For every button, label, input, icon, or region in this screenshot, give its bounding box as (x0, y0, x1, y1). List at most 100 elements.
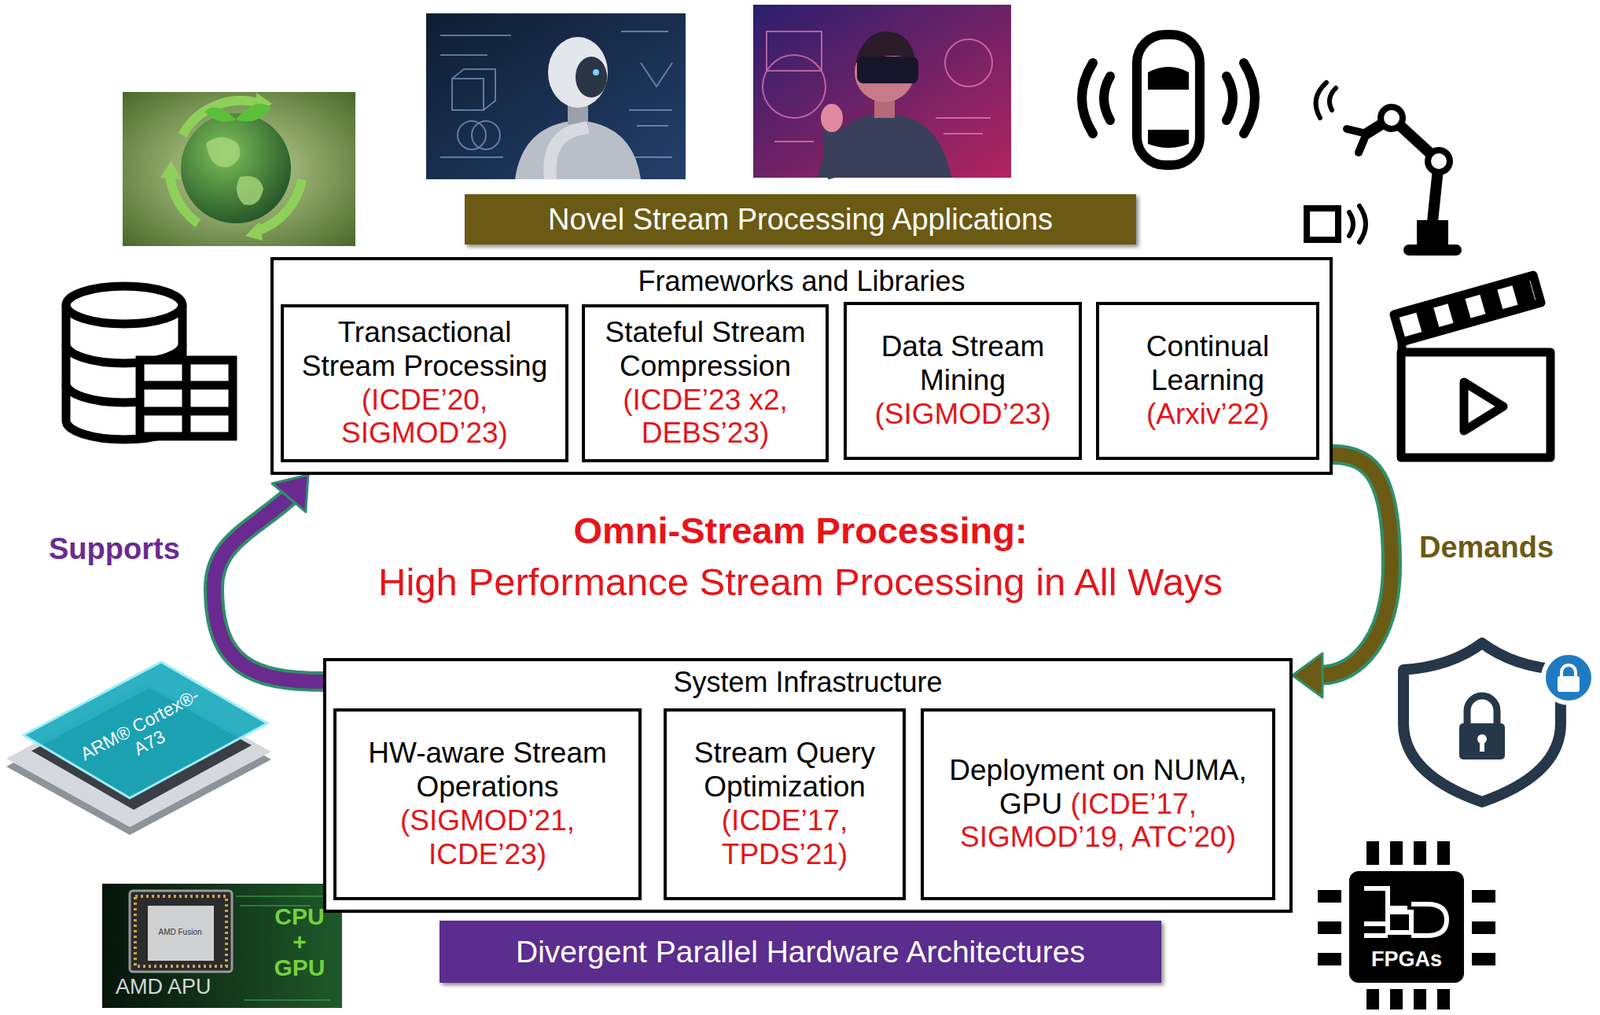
label-holder: AMD APU (115, 974, 250, 1000)
ai-robot-photo (426, 13, 686, 180)
ai-robot-photo (514, 120, 641, 180)
ai-robot-photo (426, 13, 686, 180)
robot-arm-icon (1329, 88, 1336, 111)
video-icon (1511, 276, 1537, 309)
video-icon (1463, 382, 1504, 431)
robot-arm-icon (1306, 82, 1457, 251)
amd-apu-photo (147, 905, 214, 961)
connector-arrow (1292, 454, 1392, 698)
label-holder: Demands (1419, 530, 1554, 565)
connector-arrow (213, 474, 324, 682)
arm-chip-photo (23, 662, 268, 799)
video-icon (1394, 275, 1542, 343)
connector-line (1319, 454, 1392, 676)
connector-line (213, 495, 324, 682)
citation: (SIGMOD’21, ICDE’23) (339, 804, 636, 872)
fpga-icon (1366, 989, 1380, 1010)
connector-outline (1319, 454, 1392, 676)
framework-group: Frameworks and LibrariesTransactional St… (270, 257, 1333, 475)
label-holder: Supports (48, 532, 181, 567)
database-icon (66, 286, 233, 440)
robot-arm-icon (1359, 205, 1366, 243)
video-icon (1478, 286, 1505, 319)
video-icon (1401, 352, 1551, 458)
earth-photo (160, 160, 181, 180)
fpga-icon (1317, 841, 1496, 1010)
fpga-icon (1413, 841, 1427, 865)
chip-label: AMD Fusion (154, 927, 206, 938)
group-heading: System Infrastructure (326, 665, 1290, 699)
label-holder: ARM® Cortex®-A73 (72, 682, 218, 786)
fpga-icon (1317, 921, 1342, 935)
framework-box: Stateful Stream Compression(ICDE’23 x2, … (581, 304, 829, 463)
ai-robot-photo (549, 127, 589, 180)
box-title: Continual Learning (1102, 330, 1314, 398)
center-subtitle: High Performance Stream Processing in Al… (289, 559, 1312, 604)
database-icon (66, 286, 233, 440)
fpga-icon (1364, 904, 1447, 936)
fpga-icon (1390, 989, 1403, 1010)
fpga-icon (1471, 890, 1496, 903)
label-holder: CPU + GPU (271, 904, 328, 981)
security-icon (1467, 695, 1498, 725)
video-icon (1394, 275, 1551, 458)
security-icon (1479, 740, 1485, 752)
vr-photo (945, 39, 993, 87)
video-icon (1446, 294, 1472, 328)
citation: (ICDE’23 x2, DEBS’23) (588, 383, 823, 452)
infrastructure-box: HW-aware Stream Operations(SIGMOD’21, IC… (333, 708, 642, 901)
security-icon (1543, 652, 1594, 703)
robot-arm-icon (1306, 208, 1339, 240)
center-title: Omni-Stream Processing: (289, 509, 1312, 552)
box-title: Stateful Stream Compression (588, 316, 823, 384)
box-title: HW-aware Stream Operations (339, 736, 636, 805)
vr-photo (762, 55, 826, 118)
amd-apu-photo (102, 883, 343, 1008)
box-title: Data Stream Mining (849, 330, 1076, 398)
arm-chip-photo (6, 662, 272, 835)
car-icon (1147, 129, 1189, 148)
fpga-icon (1471, 952, 1496, 966)
connector-outline (213, 495, 324, 682)
band-text: Novel Stream Processing Applications (470, 202, 1130, 237)
earth-photo (122, 91, 356, 247)
vr-photo (857, 56, 919, 84)
framework-box: Transactional Stream Processing(ICDE’20,… (280, 304, 569, 463)
car-icon (1081, 62, 1093, 134)
robot-arm-icon (1416, 220, 1449, 251)
fpga-icon (1437, 989, 1450, 1010)
fpga-icon (1317, 952, 1342, 966)
framework-box: Continual Learning(Arxiv’22) (1096, 301, 1320, 460)
car-icon (1081, 34, 1255, 166)
database-icon (139, 360, 233, 437)
amd-apu-photo (129, 890, 232, 972)
amd-apu-photo (235, 896, 331, 1001)
fpga-label: FPGAs (1350, 947, 1463, 972)
infrastructure-box: Stream Query Optimization(ICDE’17, TPDS’… (663, 708, 906, 901)
arrow-head (1292, 653, 1323, 698)
citation: (ICDE’20, SIGMOD’23) (286, 383, 563, 452)
robot-arm-icon (1427, 150, 1450, 173)
ai-robot-photo (548, 36, 608, 108)
vr-photo (753, 4, 1012, 178)
earth-photo (245, 221, 263, 241)
text-block: Stateful Stream Compression(ICDE’23 x2, … (588, 316, 823, 452)
security-icon (1459, 723, 1505, 760)
fpga-icon (1317, 890, 1342, 903)
text-block: HW-aware Stream Operations(SIGMOD’21, IC… (339, 736, 636, 872)
earth-photo (256, 179, 302, 232)
fpga-icon (1349, 871, 1464, 983)
vr-photo (766, 31, 822, 71)
robot-arm-icon (1346, 128, 1367, 153)
ai-robot-photo (471, 121, 501, 150)
text-block: Divergent Parallel Hardware Architecture… (445, 934, 1155, 970)
car-icon (1081, 34, 1255, 166)
arrow-head (272, 474, 309, 512)
text-block: Data Stream Mining(SIGMOD’23) (849, 330, 1076, 432)
car-icon (1243, 62, 1255, 134)
robot-arm-icon (1380, 106, 1403, 129)
amd-apu-photo (135, 896, 227, 967)
amd-apu-photo (102, 883, 343, 1008)
vr-photo (820, 103, 843, 133)
